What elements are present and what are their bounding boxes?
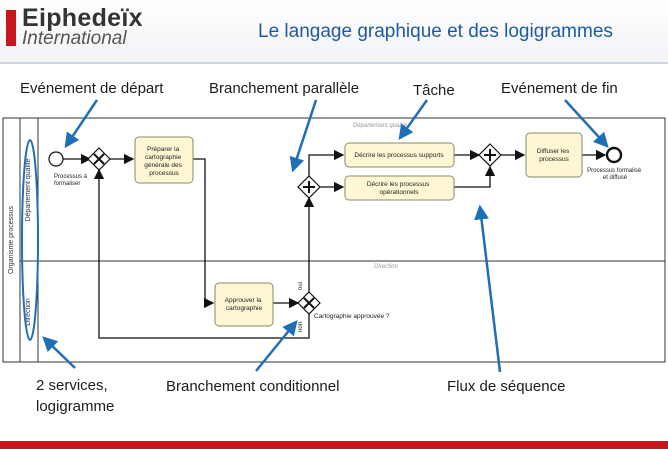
lane-top-label: Département qualité (25, 158, 32, 221)
gateway-question-label: Cartographie approuvée ? (314, 313, 390, 320)
parallel-gateway-join (478, 143, 502, 167)
start-event-label-2: formaliser (54, 181, 80, 187)
callout-arrows (42, 99, 609, 373)
lane-bottom-watermark: Direction (374, 264, 398, 270)
label-no: non (298, 322, 304, 332)
task-describe-operational-label: Décrire les processus opérationnels (367, 181, 431, 196)
task-diffuse (525, 132, 583, 178)
pool-label: Organisme processus (8, 205, 15, 274)
footer-bar (0, 441, 668, 449)
callout-services-line1: 2 services, (36, 377, 108, 394)
callout-end-event: Evénement de fin (501, 80, 618, 97)
end-event (605, 146, 623, 164)
header-divider (0, 62, 668, 64)
logo-subtitle: International (22, 28, 127, 49)
callout-services-line2: logigramme (36, 398, 115, 415)
callout-conditional-gateway: Branchement conditionnel (166, 378, 340, 395)
task-approve-cartography-label: Approuver la cartographie (225, 297, 264, 312)
logo-red-bar (6, 10, 16, 46)
task-describe-support-label: Décrire les processus supports (354, 152, 444, 159)
header-banner: Eiphedeïx International Le langage graph… (0, 0, 668, 62)
lane-bottom-label: Direction (25, 298, 32, 326)
page-title: Le langage graphique et des logigrammes (258, 21, 613, 42)
sequence-flows (63, 149, 607, 339)
label-yes: oui (298, 282, 304, 290)
parallel-gateway-split (297, 175, 321, 199)
task-prepare-cartography (134, 136, 194, 184)
task-describe-operational (344, 175, 455, 201)
end-event-label: Processus formalisé et diffusé (587, 168, 643, 181)
task-describe-support (344, 142, 455, 168)
start-event (48, 151, 64, 167)
lane-top-watermark: Département qualité (353, 123, 408, 129)
lanes-highlight-ellipse (21, 139, 39, 341)
callout-task: Tâche (413, 82, 455, 99)
callout-start-event: Evénement de départ (20, 80, 164, 97)
callout-sequence-flow: Flux de séquence (447, 378, 566, 395)
task-prepare-cartography-label: Préparer la cartographie générale des pr… (144, 146, 183, 177)
task-diffuse-label: Diffuser les processus (537, 148, 571, 163)
callout-parallel-gateway: Branchement parallèle (209, 80, 360, 97)
exclusive-gateway-merge (87, 147, 111, 171)
exclusive-gateway-decision (297, 291, 321, 315)
start-event-label-1: Processus à (54, 174, 88, 180)
task-approve-cartography (214, 282, 274, 327)
logo-name: Eiphedeïx (22, 4, 143, 32)
